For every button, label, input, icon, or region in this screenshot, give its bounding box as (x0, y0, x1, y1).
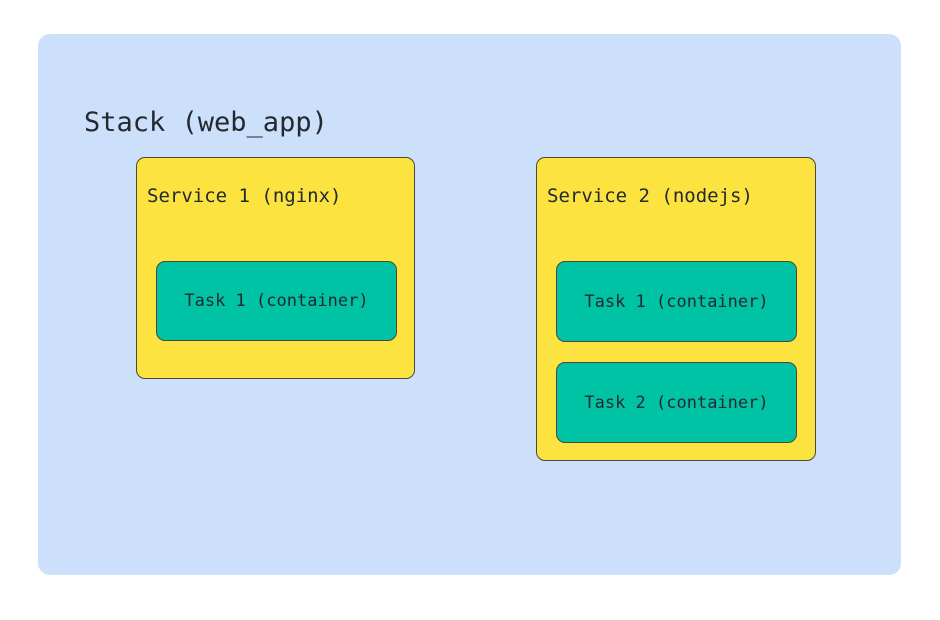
task-label-nodejs-task-2: Task 2 (container) (584, 392, 769, 413)
stack-title: Stack (web_app) (84, 107, 328, 138)
service-box-nginx[interactable]: Service 1 (nginx) Task 1 (container) (136, 157, 415, 379)
stack-container: Stack (web_app) Service 1 (nginx) Task 1… (38, 34, 901, 575)
service-box-nodejs[interactable]: Service 2 (nodejs) Task 1 (container) Ta… (536, 157, 816, 461)
task-box-nodejs-task-1[interactable]: Task 1 (container) (556, 261, 797, 342)
task-box-nodejs-task-2[interactable]: Task 2 (container) (556, 362, 797, 443)
task-box-nginx-task-1[interactable]: Task 1 (container) (156, 261, 397, 341)
task-label-nodejs-task-1: Task 1 (container) (584, 291, 769, 312)
service-label-nodejs: Service 2 (nodejs) (547, 185, 753, 207)
task-label-nginx-task-1: Task 1 (container) (184, 291, 369, 311)
service-label-nginx: Service 1 (nginx) (147, 185, 342, 207)
